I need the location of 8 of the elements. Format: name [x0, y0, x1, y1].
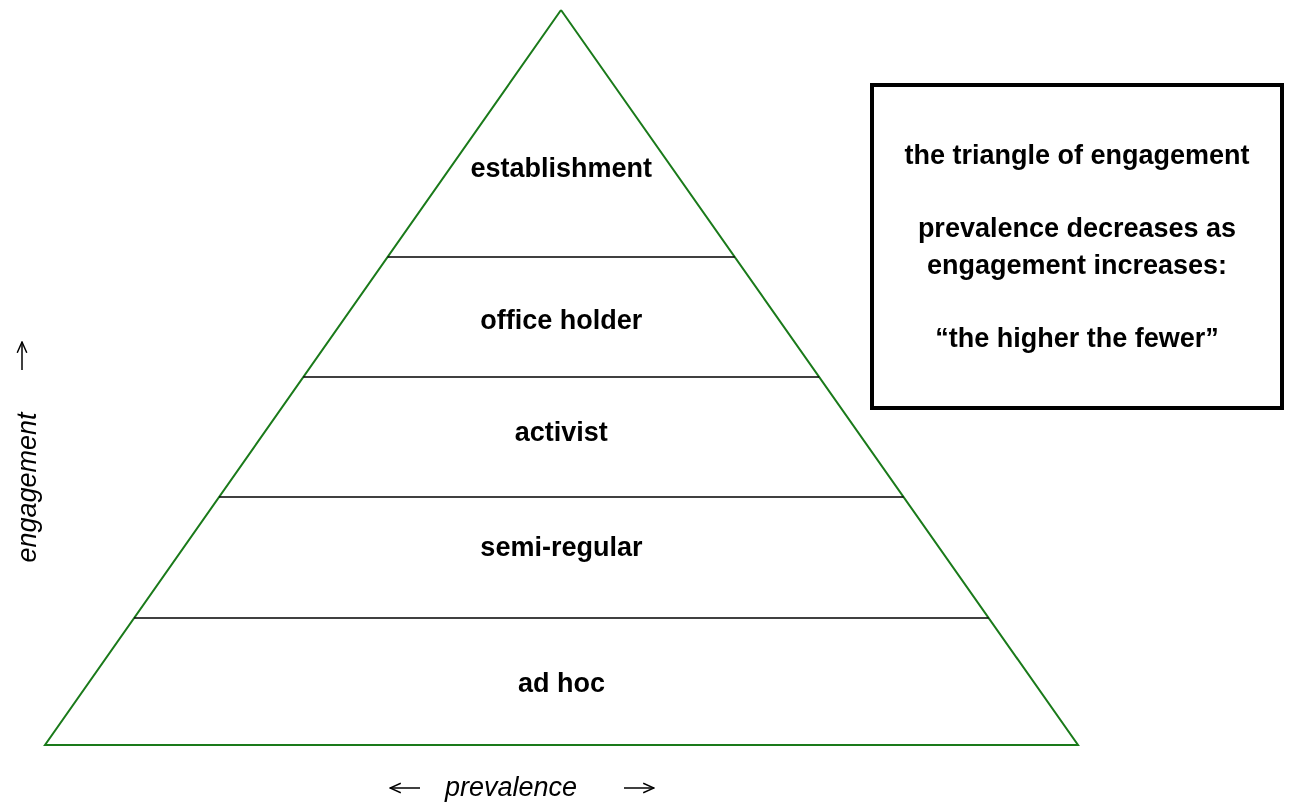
tier-label: office holder	[480, 304, 643, 336]
tier-label: establishment	[470, 152, 652, 184]
tier-label: activist	[514, 416, 608, 448]
tier-label: semi-regular	[480, 531, 643, 563]
axis-label: engagement	[11, 412, 43, 563]
tier-label: ad hoc	[518, 667, 605, 699]
text-box: the triangle of engagement prevalence decreases as engagement increases: “the higher the fewer”	[870, 83, 1284, 410]
axis-label: prevalence	[445, 772, 578, 803]
